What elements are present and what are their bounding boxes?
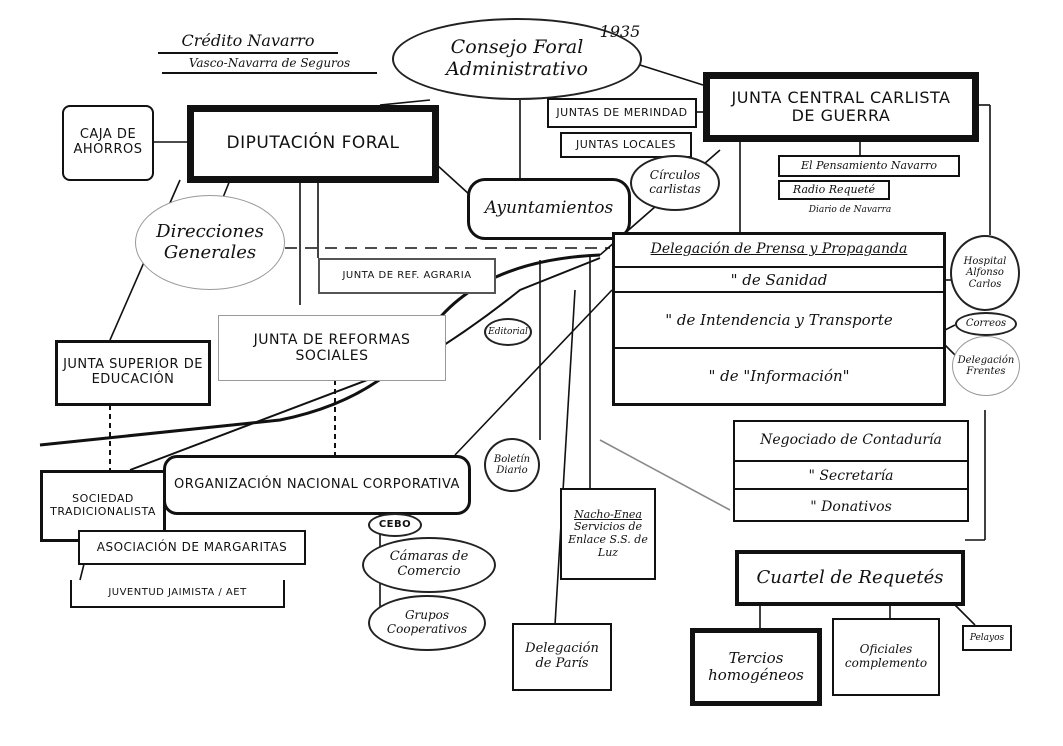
- ayuntamientos-node: Ayuntamientos: [467, 178, 631, 240]
- cebo-node: CEBO: [368, 513, 422, 537]
- delegacion-intendencia-row: " de Intendencia y Transporte: [615, 291, 943, 349]
- juntas-merindad-node: Juntas de Merindad: [547, 98, 697, 128]
- oficiales-complemento-node: Oficiales complemento: [832, 618, 940, 696]
- boletin-diario-node: Boletín Diario: [484, 438, 540, 492]
- camaras-comercio-node: Cámaras de Comercio: [362, 537, 496, 593]
- hospital-alfonso-carlos-node: Hospital Alfonso Carlos: [950, 235, 1020, 311]
- asociacion-margaritas-node: Asociación de Margaritas: [78, 530, 306, 565]
- negociado-secretaria-row: " Secretaría: [735, 460, 967, 490]
- delegacion-prensa-row: Delegación de Prensa y Propaganda: [650, 241, 908, 258]
- delegacion-frentes-node: Delegación Frentes: [952, 336, 1020, 396]
- pensamiento-navarro-node: El Pensamiento Navarro: [778, 155, 960, 177]
- grupos-cooperativos-node: Grupos Cooperativos: [368, 595, 486, 651]
- nacho-enea-title: Nacho-Enea: [574, 507, 642, 521]
- nacho-enea-body: Servicios de Enlace S.S. de Luz: [568, 520, 648, 559]
- correos-node: Correos: [955, 312, 1017, 336]
- diputacion-foral-node: Diputación Foral: [187, 105, 439, 183]
- tercios-homogeneos-node: Tercios homogéneos: [690, 628, 822, 706]
- delegacion-sanidad-row: " de Sanidad: [615, 266, 943, 293]
- junta-reformas-sociales-node: Junta de Reformas Sociales: [218, 315, 446, 381]
- credito-navarro-label: Crédito Navarro: [158, 30, 338, 54]
- negociado-donativos-row: " Donativos: [735, 488, 967, 524]
- delegacion-paris-node: Delegación de París: [512, 623, 612, 691]
- delegacion-informacion-row: " de "Información": [615, 347, 943, 405]
- consejo-foral-node: Consejo Foral Administrativo: [392, 18, 642, 100]
- cuartel-requetes-node: Cuartel de Requetés: [735, 550, 965, 606]
- negociado-contaduria-row: Negociado de Contaduría: [760, 431, 942, 448]
- negociados-table: Negociado de Contaduría " Secretaría " D…: [733, 420, 969, 522]
- caja-ahorros-node: Caja de Ahorros: [62, 105, 154, 181]
- circulos-carlistas-node: Círculos carlistas: [630, 155, 720, 211]
- junta-reforma-agraria-node: Junta de Ref. Agraria: [318, 258, 496, 294]
- vasco-navarra-label: Vasco-Navarra de Seguros: [162, 56, 377, 74]
- nacho-enea-node: Nacho-Enea Servicios de Enlace S.S. de L…: [560, 488, 656, 580]
- editorial-node: Editorial: [484, 318, 532, 346]
- juventud-jaimista-node: Juventud Jaimista / AET: [70, 580, 285, 608]
- radio-requete-node: Radio Requeté: [778, 180, 890, 200]
- delegaciones-table: Delegación de Prensa y Propaganda " de S…: [612, 232, 946, 406]
- junta-superior-educacion-node: Junta Superior de Educación: [55, 340, 211, 406]
- junta-central-carlista-node: Junta Central Carlista de Guerra: [703, 72, 979, 142]
- organizacion-nacional-corporativa-node: Organización Nacional Corporativa: [163, 455, 471, 515]
- year-label: 1935: [599, 21, 641, 41]
- pelayos-node: Pelayos: [962, 625, 1012, 651]
- diario-navarra-label: Diario de Navarra: [808, 204, 892, 215]
- juntas-locales-node: Juntas Locales: [560, 132, 692, 158]
- direcciones-generales-node: Direcciones Generales: [135, 195, 285, 290]
